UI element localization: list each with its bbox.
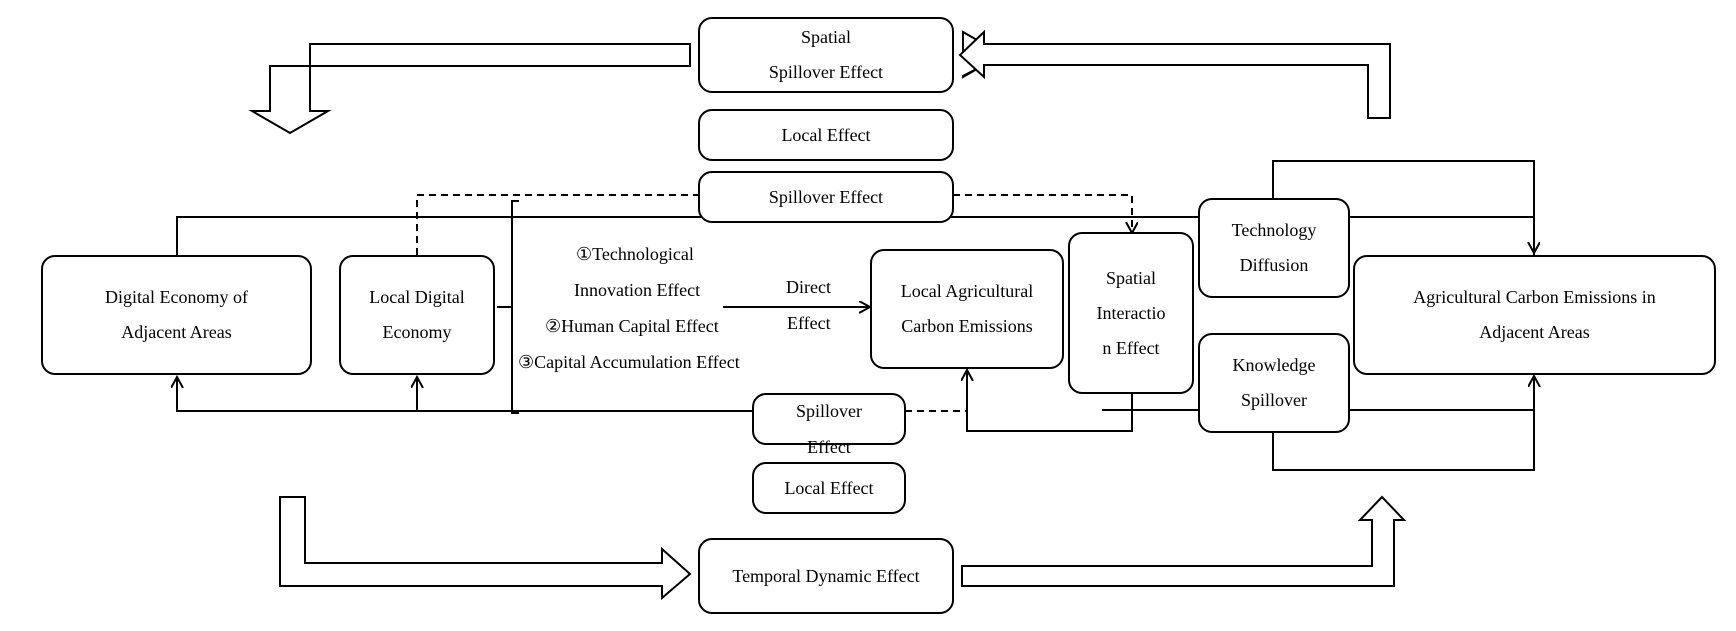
technology-diffusion-box: Technology Diffusion xyxy=(1198,198,1350,298)
digital-economy-adjacent-box: Digital Economy of Adjacent Areas xyxy=(41,255,312,375)
box-line: Adjacent Areas xyxy=(121,322,232,342)
box-line: Interactio xyxy=(1096,302,1166,323)
hollow-arrow-top-right-head xyxy=(958,29,1391,119)
line-tech-diffusion-loop xyxy=(1272,160,1534,253)
direct-effect-label-line2: Effect xyxy=(787,313,831,333)
mechanism-human-capital: ②Human Capital Effect xyxy=(545,316,719,336)
line-top-right-seg xyxy=(1350,216,1535,255)
box-line: Local Effect xyxy=(781,124,871,145)
mechanism-innovation-effect: Innovation Effect xyxy=(574,280,701,300)
spillover-effect-bottom-box: Spillover Effect xyxy=(752,393,906,457)
spatial-interaction-effect-box: Spatial Interactio n Effect xyxy=(1068,232,1194,394)
temporal-dynamic-effect-box: Temporal Dynamic Effect xyxy=(698,538,954,614)
box-line: Local Effect xyxy=(784,477,874,498)
mechanism-technological: ①Technological xyxy=(576,244,694,264)
local-effect-top-box: Local Effect xyxy=(698,109,954,161)
box-line: Digital Economy of xyxy=(105,287,248,307)
box-line: Agricultural Carbon Emissions in xyxy=(1413,287,1656,307)
box-line: Carbon Emissions xyxy=(901,316,1033,336)
box-line: Spatial xyxy=(801,27,851,47)
box-line: Spillover Effect xyxy=(768,62,884,82)
box-line: Effect xyxy=(807,437,851,457)
spillover-effect-top-box: Spillover Effect xyxy=(698,171,954,223)
hollow-arrow-top-left xyxy=(248,43,691,135)
line-knowledge-loop xyxy=(1272,376,1534,471)
mechanism-capital-accumulation: ③Capital Accumulation Effect xyxy=(518,352,740,372)
agricultural-carbon-adjacent-box: Agricultural Carbon Emissions in Adjacen… xyxy=(1353,255,1716,375)
direct-effect-label-line1: Direct xyxy=(786,277,831,297)
box-line: Diffusion xyxy=(1239,255,1309,275)
box-line: Economy xyxy=(382,322,452,342)
line-bottom-left xyxy=(177,377,752,412)
hollow-arrow-bottom-right xyxy=(961,495,1407,587)
box-line: Adjacent Areas xyxy=(1479,322,1590,342)
dash-top-right xyxy=(953,194,1132,233)
box-line: Spillover Effect xyxy=(768,186,884,207)
box-line: Local Digital xyxy=(369,287,465,307)
spatial-spillover-effect-box: Spatial Spillover Effect xyxy=(698,17,954,93)
hollow-arrow-bottom-left xyxy=(279,496,692,601)
box-line: n Effect xyxy=(1102,337,1160,358)
box-line: Spillover xyxy=(796,401,862,421)
box-line: Temporal Dynamic Effect xyxy=(732,565,920,586)
knowledge-spillover-box: Knowledge Spillover xyxy=(1198,333,1350,433)
box-line: Spatial xyxy=(1106,267,1156,288)
local-digital-economy-box: Local Digital Economy xyxy=(339,255,495,375)
local-agricultural-carbon-box: Local Agricultural Carbon Emissions xyxy=(870,249,1064,369)
bracket xyxy=(511,200,519,414)
line-spatial-interaction-feedback xyxy=(967,370,1133,432)
box-line: Technology xyxy=(1231,220,1317,240)
dash-top xyxy=(416,194,698,255)
box-line: Local Agricultural xyxy=(900,281,1034,301)
box-line: Knowledge xyxy=(1232,355,1316,375)
box-line: Spillover xyxy=(1241,390,1307,410)
local-effect-bottom-box: Local Effect xyxy=(752,462,906,514)
